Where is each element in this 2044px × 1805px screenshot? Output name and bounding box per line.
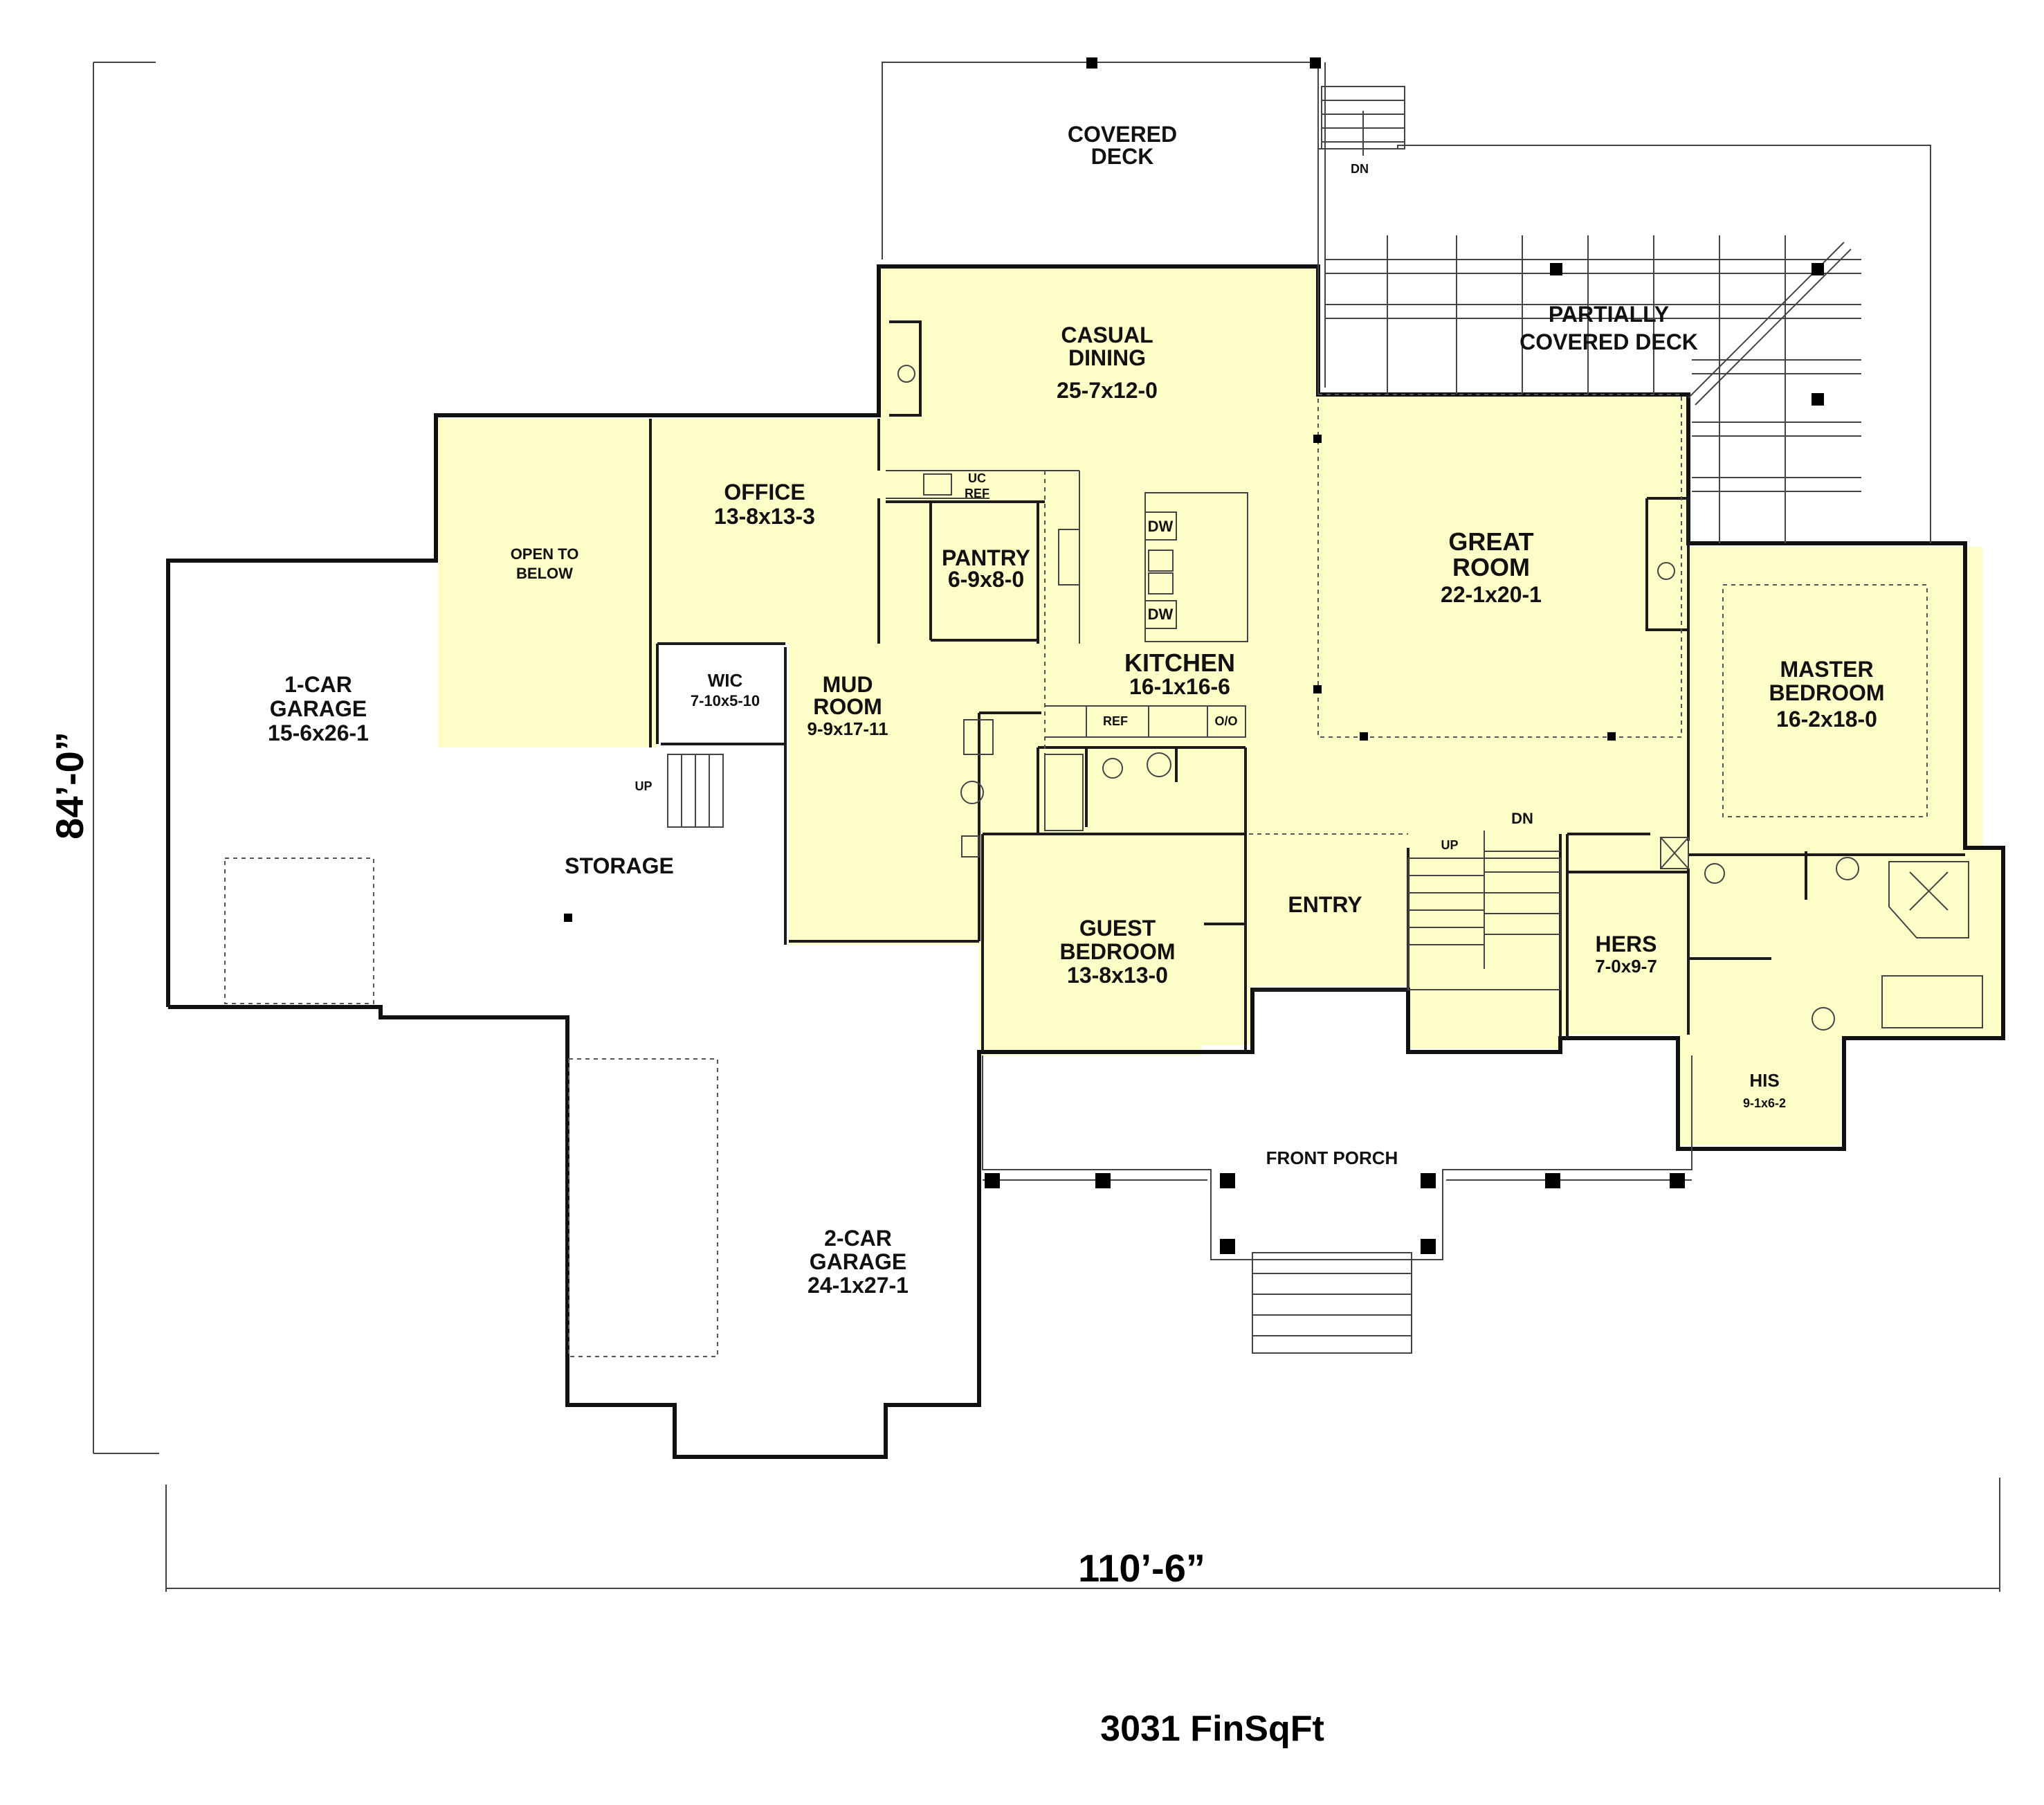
mud-room-size: 9-9x17-11 bbox=[807, 718, 888, 739]
entry-label: ENTRY bbox=[1288, 892, 1362, 917]
front-porch bbox=[982, 1055, 1692, 1354]
covered-deck bbox=[882, 57, 1931, 543]
guest-bedroom-size: 13-8x13-0 bbox=[1067, 963, 1168, 988]
fixture-labels: UC REF DW DW REF O/O bbox=[965, 471, 1238, 728]
two-car-garage-label-line1: 2-CAR bbox=[824, 1226, 892, 1251]
one-car-garage-label-line2: GARAGE bbox=[270, 696, 367, 721]
covered-deck-label-line2: DECK bbox=[1091, 144, 1154, 169]
his-size: 9-1x6-2 bbox=[1743, 1096, 1786, 1110]
main-stairs-up-label: UP bbox=[1441, 838, 1458, 852]
great-room-label-line1: GREAT bbox=[1448, 527, 1533, 556]
garage-stairs-up-label: UP bbox=[635, 779, 652, 793]
pantry-label: PANTRY bbox=[942, 545, 1030, 570]
mud-room-label-line1: MUD bbox=[823, 672, 873, 697]
great-room-label-line2: ROOM bbox=[1452, 553, 1530, 581]
deck-stairs-dn-label: DN bbox=[1351, 162, 1369, 176]
dw-top-label: DW bbox=[1148, 518, 1174, 535]
fireplaces bbox=[897, 365, 1675, 580]
master-bedroom-label-line1: MASTER bbox=[1780, 657, 1873, 682]
great-room-size: 22-1x20-1 bbox=[1441, 582, 1542, 607]
main-stairs-dn-label: DN bbox=[1511, 810, 1533, 827]
dimension-lines bbox=[93, 62, 2000, 1592]
oven-label: O/O bbox=[1214, 714, 1237, 728]
width-dimension-label: 110’-6” bbox=[1078, 1546, 1205, 1590]
master-bedroom-size: 16-2x18-0 bbox=[1776, 707, 1877, 732]
depth-dimension-label: 84’-0” bbox=[48, 732, 91, 840]
main-stairs bbox=[1407, 831, 1561, 990]
wic-size: 7-10x5-10 bbox=[691, 692, 760, 709]
exterior-walls bbox=[166, 264, 2005, 1459]
garage-area bbox=[168, 561, 979, 1457]
interior-posts bbox=[564, 435, 1616, 922]
covered-deck-label-line1: COVERED bbox=[1068, 122, 1177, 147]
partially-covered-deck-label-line1: PARTIALLY bbox=[1549, 302, 1669, 327]
kitchen-island bbox=[923, 473, 1248, 738]
guest-bedroom-label-line1: GUEST bbox=[1079, 916, 1156, 941]
wic-label: WIC bbox=[708, 670, 743, 691]
hers-label: HERS bbox=[1596, 932, 1657, 956]
pantry-size: 6-9x8-0 bbox=[948, 567, 1024, 592]
mud-room-label-line2: ROOM bbox=[813, 694, 882, 719]
guest-bedroom-label-line2: BEDROOM bbox=[1059, 939, 1175, 964]
casual-dining-label-line2: DINING bbox=[1068, 345, 1146, 370]
finished-square-feet-label: 3031 FinSqFt bbox=[1100, 1709, 1324, 1749]
garage-stairs bbox=[667, 754, 724, 828]
uc-label: UC bbox=[968, 471, 986, 485]
kitchen-size: 16-1x16-6 bbox=[1129, 674, 1230, 699]
open-to-below-label-line1: OPEN TO bbox=[511, 545, 579, 563]
room-labels: COVERED DECK PARTIALLY COVERED DECK CASU… bbox=[268, 122, 1885, 1298]
two-car-garage-size: 24-1x27-1 bbox=[807, 1273, 909, 1298]
office-label: OFFICE bbox=[724, 480, 805, 505]
front-porch-label: FRONT PORCH bbox=[1266, 1148, 1398, 1168]
office-size: 13-8x13-3 bbox=[714, 504, 815, 529]
casual-dining-size: 25-7x12-0 bbox=[1057, 378, 1158, 403]
his-label: HIS bbox=[1749, 1070, 1779, 1091]
hers-size: 7-0x9-7 bbox=[1595, 956, 1657, 977]
one-car-garage-size: 15-6x26-1 bbox=[268, 720, 369, 745]
partially-covered-deck-label-line2: COVERED DECK bbox=[1520, 329, 1698, 354]
dashed-lines bbox=[224, 394, 1928, 1357]
casual-dining-label-line1: CASUAL bbox=[1061, 323, 1153, 347]
dw-bottom-label: DW bbox=[1148, 606, 1174, 623]
two-car-garage-label-line2: GARAGE bbox=[810, 1249, 906, 1274]
ref-small-label: REF bbox=[965, 487, 989, 500]
master-bedroom-label-line2: BEDROOM bbox=[1769, 680, 1884, 705]
kitchen-label: KITCHEN bbox=[1124, 648, 1235, 677]
storage-label: STORAGE bbox=[565, 853, 674, 878]
ref-kitchen-label: REF bbox=[1103, 714, 1128, 728]
open-to-below-label-line2: BELOW bbox=[516, 565, 573, 582]
stair-labels: DN UP UP DN bbox=[635, 162, 1533, 852]
bath-fixtures bbox=[960, 719, 1983, 1031]
one-car-garage-label-line1: 1-CAR bbox=[284, 672, 352, 697]
interior-walls bbox=[649, 320, 1965, 1052]
pergola bbox=[1325, 235, 1861, 543]
